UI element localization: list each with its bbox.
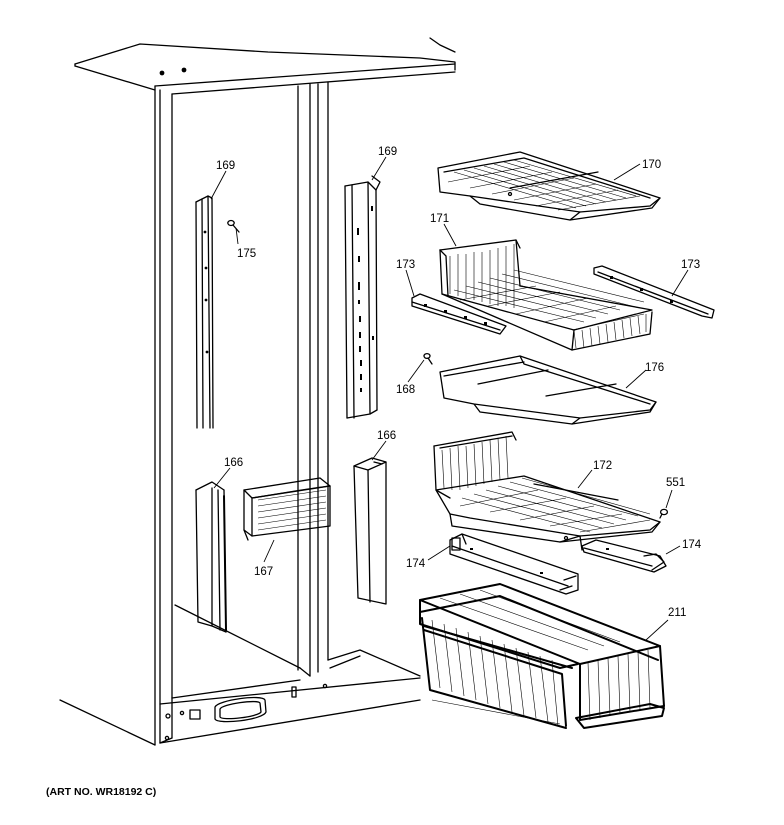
freezer-cabinet (59, 37, 456, 746)
art-number-caption: (ART NO. WR18192 C) (46, 786, 157, 798)
label-174-left: 174 (406, 558, 426, 570)
screw-168 (423, 352, 433, 365)
label-169-left: 169 (216, 160, 235, 172)
label-168: 168 (396, 384, 415, 396)
grille-167 (243, 477, 331, 541)
label-172: 172 (593, 460, 612, 472)
label-211: 211 (668, 607, 686, 619)
shelf-172 (433, 431, 661, 551)
drawer-slide-left-174 (449, 533, 579, 595)
label-170: 170 (642, 159, 661, 171)
label-173-right: 173 (681, 259, 700, 271)
label-551: 551 (666, 477, 685, 489)
label-174-right: 174 (682, 539, 702, 551)
shelf-rail-left-169 (195, 195, 214, 429)
basket-171 (439, 239, 653, 351)
slide-rail-left-173 (411, 293, 507, 335)
label-169-right: 169 (378, 146, 397, 158)
wire-basket-211 (419, 583, 665, 729)
screw-175 (227, 219, 240, 233)
label-166-right: 166 (377, 430, 396, 442)
shelf-rail-right-169 (344, 175, 381, 419)
label-175: 175 (237, 248, 256, 260)
shelf-frame-176 (439, 355, 657, 425)
label-176: 176 (645, 362, 664, 374)
label-171: 171 (430, 213, 449, 225)
part-labels: 169 175 169 170 171 173 173 168 176 166 … (210, 146, 702, 641)
drawer-slide-right-174 (581, 539, 667, 573)
shelf-170 (437, 151, 661, 221)
cover-panel-right-166 (353, 457, 387, 605)
screw-551 (659, 508, 669, 519)
label-167: 167 (254, 566, 273, 578)
label-173-left: 173 (396, 259, 415, 271)
slide-rail-right-173 (593, 265, 715, 319)
label-166-left: 166 (224, 457, 243, 469)
cover-panel-left-166 (195, 481, 227, 633)
